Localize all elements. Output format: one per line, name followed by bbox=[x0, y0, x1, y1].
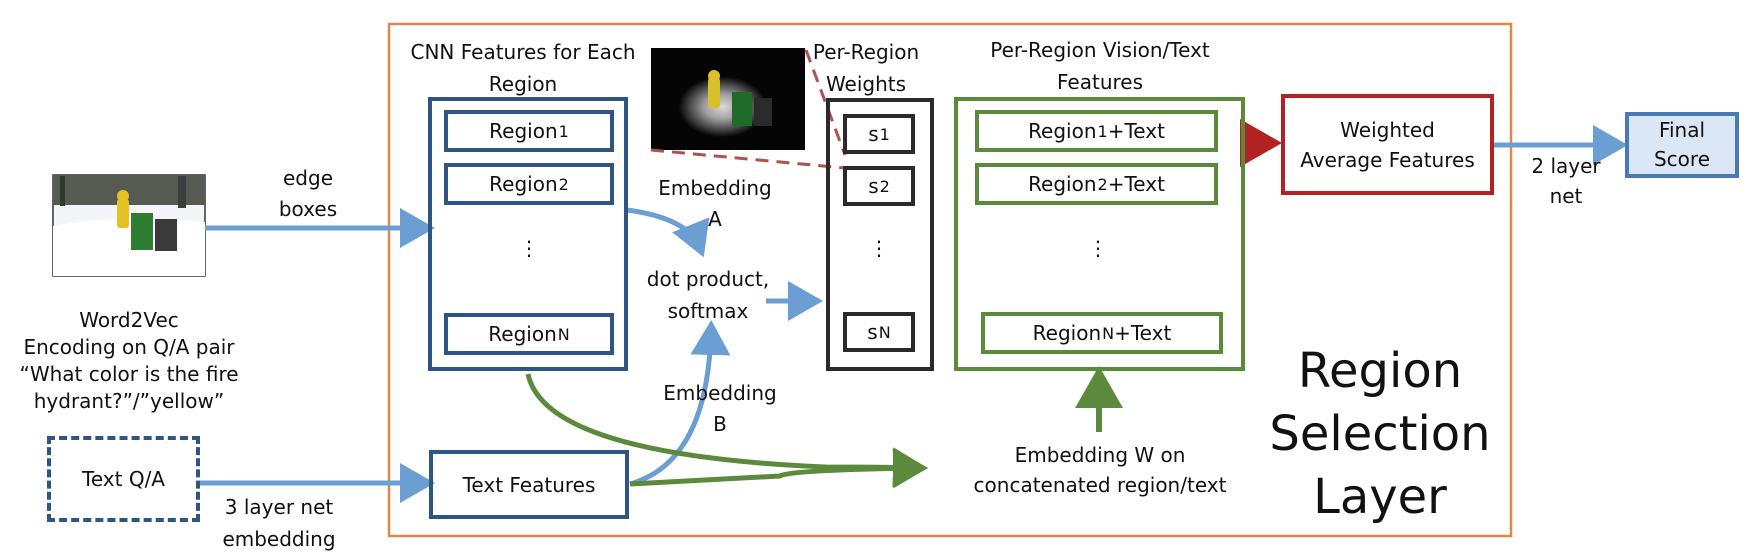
zoom-dashed-line-top bbox=[804, 49, 847, 156]
vision-text-region-1-sub: 1 bbox=[1097, 121, 1108, 141]
edge-boxes-line-2: boxes bbox=[278, 197, 338, 221]
final-score-line-1: Final bbox=[1658, 118, 1706, 142]
layer-title-line-3: Layer bbox=[1313, 469, 1447, 525]
cnn-title-line-1: CNN Features for Each bbox=[410, 40, 636, 64]
weight-sn-name: s bbox=[867, 320, 878, 344]
attention-map-thumbnail bbox=[651, 48, 805, 150]
embedding-b-label: Embedding B bbox=[655, 378, 785, 440]
cnn-region-1-sub: 1 bbox=[558, 121, 569, 141]
weights-ellipsis: ⋮ bbox=[869, 236, 889, 260]
weights-title-line-1: Per-Region bbox=[812, 40, 920, 64]
weighted-average-line-1: Weighted bbox=[1340, 118, 1435, 142]
cnn-region-2-sub: 2 bbox=[558, 174, 569, 194]
vision-text-region-n-sub: N bbox=[1102, 323, 1115, 343]
word2vec-line-3: “What color is the fire bbox=[19, 362, 239, 386]
three-layer-net-line-2: embedding bbox=[222, 527, 336, 551]
weight-s2-name: s bbox=[868, 174, 879, 198]
cnn-ellipsis: ⋮ bbox=[519, 236, 539, 260]
text-qa-label: Text Q/A bbox=[82, 467, 165, 491]
embedding-a-line-1: Embedding bbox=[658, 176, 772, 200]
word2vec-line-2: Encoding on Q/A pair bbox=[23, 335, 235, 359]
input-photo bbox=[52, 174, 206, 277]
region-selection-layer-border bbox=[387, 22, 1513, 538]
text-features-label: Text Features bbox=[462, 472, 596, 497]
weighted-average-box bbox=[1281, 94, 1494, 195]
word2vec-caption: Word2Vec Encoding on Q/A pair “What colo… bbox=[0, 307, 258, 415]
three-layer-net-label: 3 layer net embedding bbox=[214, 491, 344, 555]
weights-box bbox=[826, 98, 934, 371]
arrow-textfeatures-to-embedding-w bbox=[629, 448, 928, 489]
embedding-w-label: Embedding W on concatenated region/text bbox=[950, 440, 1250, 500]
weighted-average-label: Weighted Average Features bbox=[1285, 115, 1490, 175]
two-layer-net-label: 2 layer net bbox=[1521, 151, 1611, 211]
vision-text-region-1-name: Region bbox=[1028, 119, 1097, 143]
embedding-w-line-2: concatenated region/text bbox=[973, 473, 1227, 497]
dot-product-line-2: softmax bbox=[667, 299, 749, 323]
word2vec-line-1: Word2Vec bbox=[79, 308, 179, 332]
two-layer-net-line-2: net bbox=[1549, 184, 1583, 208]
vision-text-region-2-sub: 2 bbox=[1097, 174, 1108, 194]
text-qa-box: Text Q/A bbox=[47, 436, 200, 522]
cnn-region-2-name: Region bbox=[489, 172, 558, 196]
final-score-label: Final Score bbox=[1625, 116, 1739, 174]
weight-sn-sub: N bbox=[878, 322, 891, 342]
embedding-w-line-1: Embedding W on bbox=[1014, 443, 1186, 467]
arrow-cnn-to-embedding-a bbox=[626, 207, 710, 258]
weight-s1-sub: 1 bbox=[879, 124, 890, 144]
weight-s1-name: s bbox=[868, 122, 879, 146]
dot-product-label: dot product, softmax bbox=[638, 263, 778, 327]
embedding-a-label: Embedding A bbox=[650, 173, 780, 235]
embedding-b-line-2: B bbox=[713, 412, 727, 436]
vision-text-region-n-name: Region bbox=[1032, 321, 1102, 345]
vision-text-title-line-2: Features bbox=[1057, 70, 1143, 94]
weights-title: Per-Region Weights bbox=[806, 36, 926, 100]
zoom-dashed-line-bottom bbox=[650, 148, 846, 170]
cnn-region-n-sub: N bbox=[557, 324, 570, 344]
layer-title-line-1: Region bbox=[1297, 343, 1463, 399]
embedding-a-line-2: A bbox=[708, 207, 722, 231]
vision-text-ellipsis: ⋮ bbox=[1088, 236, 1108, 260]
two-layer-net-line-1: 2 layer bbox=[1531, 154, 1601, 178]
final-score-line-2: Score bbox=[1653, 147, 1710, 171]
cnn-title-line-2: Region bbox=[488, 72, 558, 96]
three-layer-net-line-1: 3 layer net bbox=[224, 495, 334, 519]
text-features-box: Text Features bbox=[429, 450, 629, 519]
edge-boxes-line-1: edge bbox=[283, 166, 333, 190]
vision-text-region-2-name: Region bbox=[1028, 172, 1097, 196]
embedding-b-line-1: Embedding bbox=[663, 381, 777, 405]
weight-s2-sub: 2 bbox=[879, 176, 890, 196]
cnn-region-n-name: Region bbox=[488, 322, 557, 346]
vision-text-title-line-1: Per-Region Vision/Text bbox=[990, 38, 1210, 62]
region-selection-layer-title: Region Selection Layer bbox=[1255, 340, 1505, 529]
word2vec-line-4: hydrant?”/”yellow” bbox=[33, 389, 225, 413]
vision-text-region-2-suffix: +Text bbox=[1107, 172, 1165, 196]
weights-title-line-2: Weights bbox=[825, 72, 907, 96]
cnn-features-title: CNN Features for Each Region bbox=[400, 36, 646, 100]
dot-product-line-1: dot product, bbox=[646, 267, 770, 291]
vision-text-region-1-suffix: +Text bbox=[1107, 119, 1165, 143]
layer-title-line-2: Selection bbox=[1269, 406, 1491, 462]
cnn-features-box bbox=[428, 97, 628, 371]
cnn-region-1-name: Region bbox=[489, 119, 558, 143]
weighted-average-line-2: Average Features bbox=[1300, 148, 1475, 172]
arrow-textfeatures-to-embedding-b bbox=[629, 320, 731, 487]
vision-text-title: Per-Region Vision/Text Features bbox=[960, 34, 1240, 98]
vision-text-box bbox=[954, 97, 1245, 371]
final-score-box bbox=[1625, 112, 1739, 178]
vision-text-region-n-suffix: +Text bbox=[1114, 321, 1172, 345]
edge-boxes-label: edge boxes bbox=[268, 163, 348, 225]
